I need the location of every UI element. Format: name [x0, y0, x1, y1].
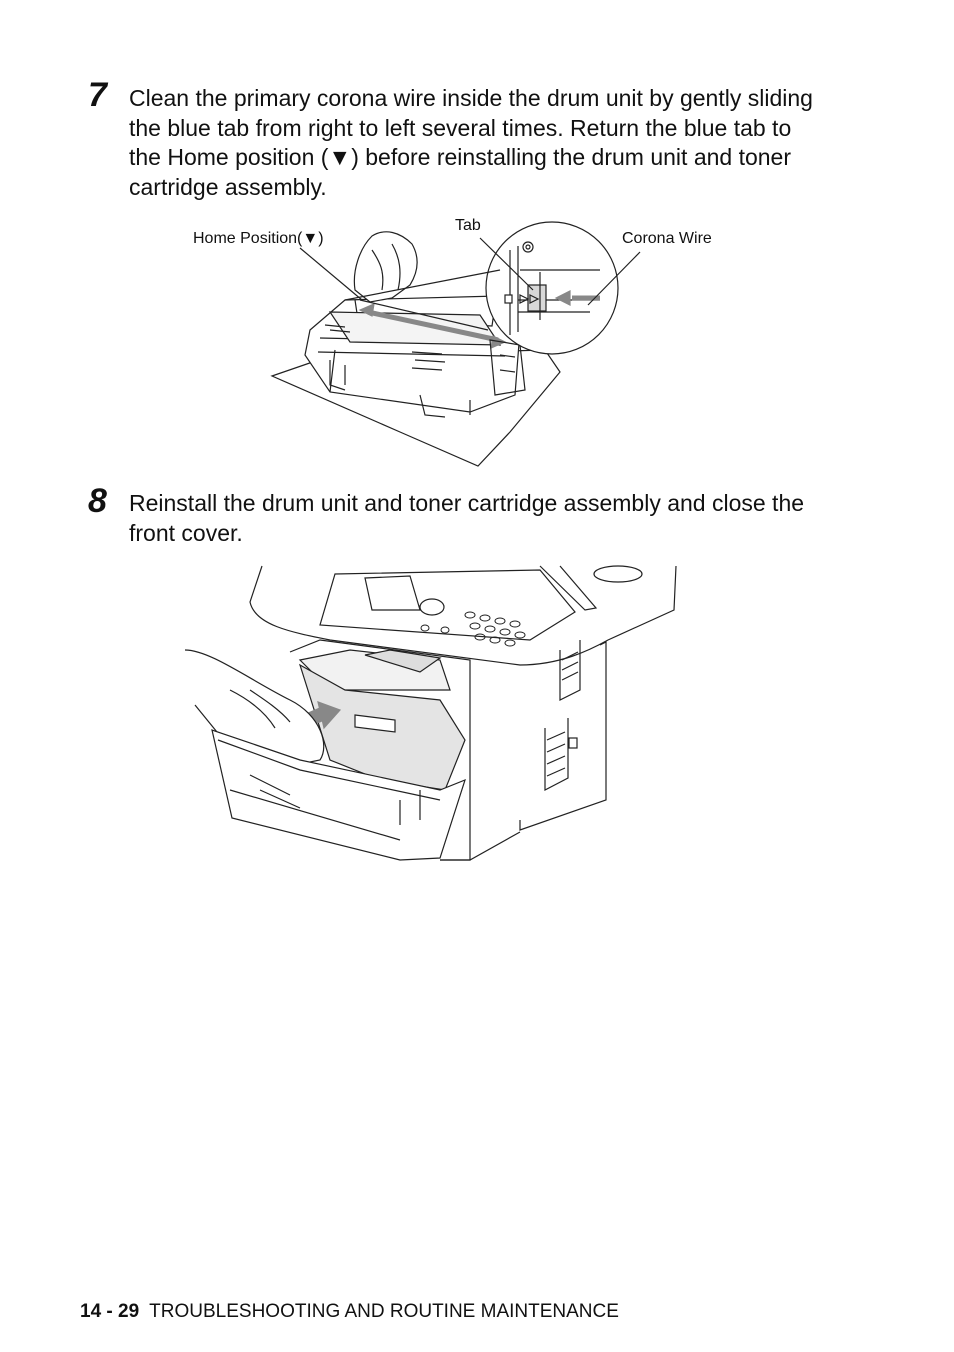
- section-title: TROUBLESHOOTING AND ROUTINE MAINTENANCE: [149, 1301, 619, 1322]
- page-footer: 14 - 29 TROUBLESHOOTING AND ROUTINE MAINT…: [80, 1301, 619, 1323]
- callout-tab: Tab: [455, 217, 481, 234]
- step-8-number: 8: [88, 482, 107, 520]
- machine-reinstall-illustration: [184, 565, 677, 861]
- step-7-number: 7: [88, 76, 107, 114]
- callout-corona-wire: Corona Wire: [622, 230, 712, 247]
- step-8-text: Reinstall the drum unit and toner cartri…: [129, 490, 805, 546]
- callout-home-position: Home Position(▼): [193, 230, 324, 247]
- page-number: 14 - 29: [80, 1301, 140, 1322]
- drum-unit-illustration: [270, 221, 641, 467]
- step-7-text: Clean the primary corona wire inside the…: [129, 85, 813, 200]
